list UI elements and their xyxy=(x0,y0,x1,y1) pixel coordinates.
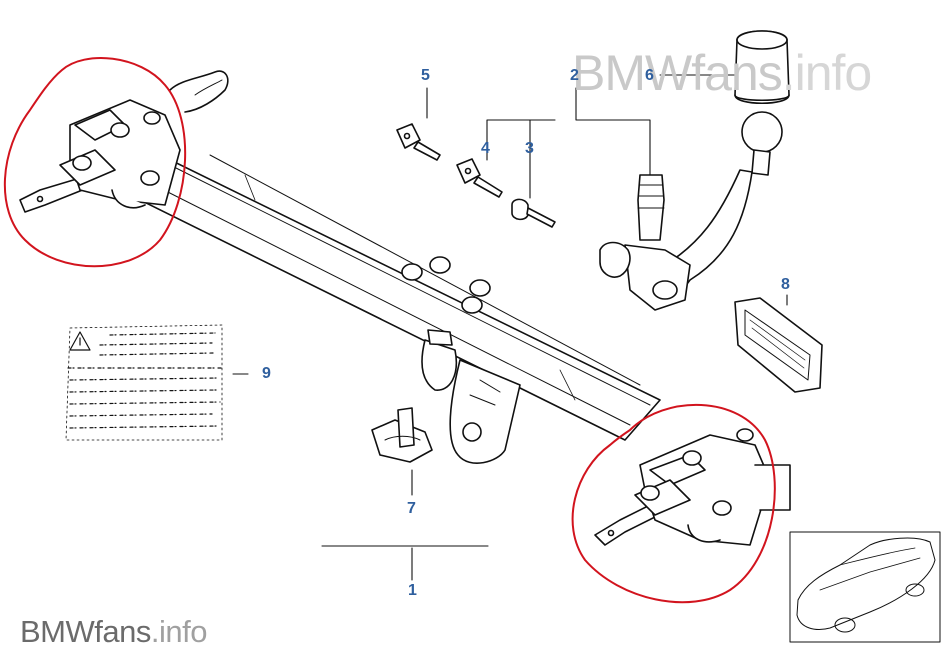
watermark-bottom-main: BMWfans xyxy=(20,614,151,649)
tow-bar-crossmember xyxy=(119,70,661,464)
watermark-top-ext: .info xyxy=(781,45,873,101)
watermark-bottom: BMWfans.info xyxy=(20,614,207,650)
cover-plate-part-8 xyxy=(734,297,823,393)
right-mount-bracket xyxy=(594,428,791,546)
key-part-5 xyxy=(396,123,441,161)
vehicle-thumbnail xyxy=(789,531,941,643)
callout-8: 8 xyxy=(781,276,790,293)
warning-triangle-icon xyxy=(69,331,91,351)
callout-4: 4 xyxy=(481,140,490,157)
callout-2: 2 xyxy=(570,67,579,84)
watermark-bottom-ext: .info xyxy=(150,614,208,649)
callout-6: 6 xyxy=(645,67,654,84)
callout-9: 9 xyxy=(262,365,271,382)
highlight-circles xyxy=(3,57,776,604)
watermark-top-main: BMWfans xyxy=(572,45,783,101)
right-highlight-circle xyxy=(571,404,776,604)
instruction-label-part-9 xyxy=(65,324,223,441)
ball-cap xyxy=(734,30,790,104)
watermark-top: BMWfans.info xyxy=(572,44,873,102)
left-mount-bracket xyxy=(19,99,181,213)
left-highlight-circle xyxy=(3,57,187,268)
callout-3: 3 xyxy=(525,140,534,157)
callout-5: 5 xyxy=(421,67,430,84)
callout-7: 7 xyxy=(407,500,416,517)
lock-cylinder-part-3 xyxy=(511,198,556,228)
socket-cap-part-7 xyxy=(371,407,433,463)
callout-1: 1 xyxy=(408,582,417,599)
tow-ball-neck xyxy=(599,111,783,311)
bar-bolts xyxy=(401,256,491,314)
callout-leaders xyxy=(232,74,788,581)
key-part-4 xyxy=(456,158,503,198)
